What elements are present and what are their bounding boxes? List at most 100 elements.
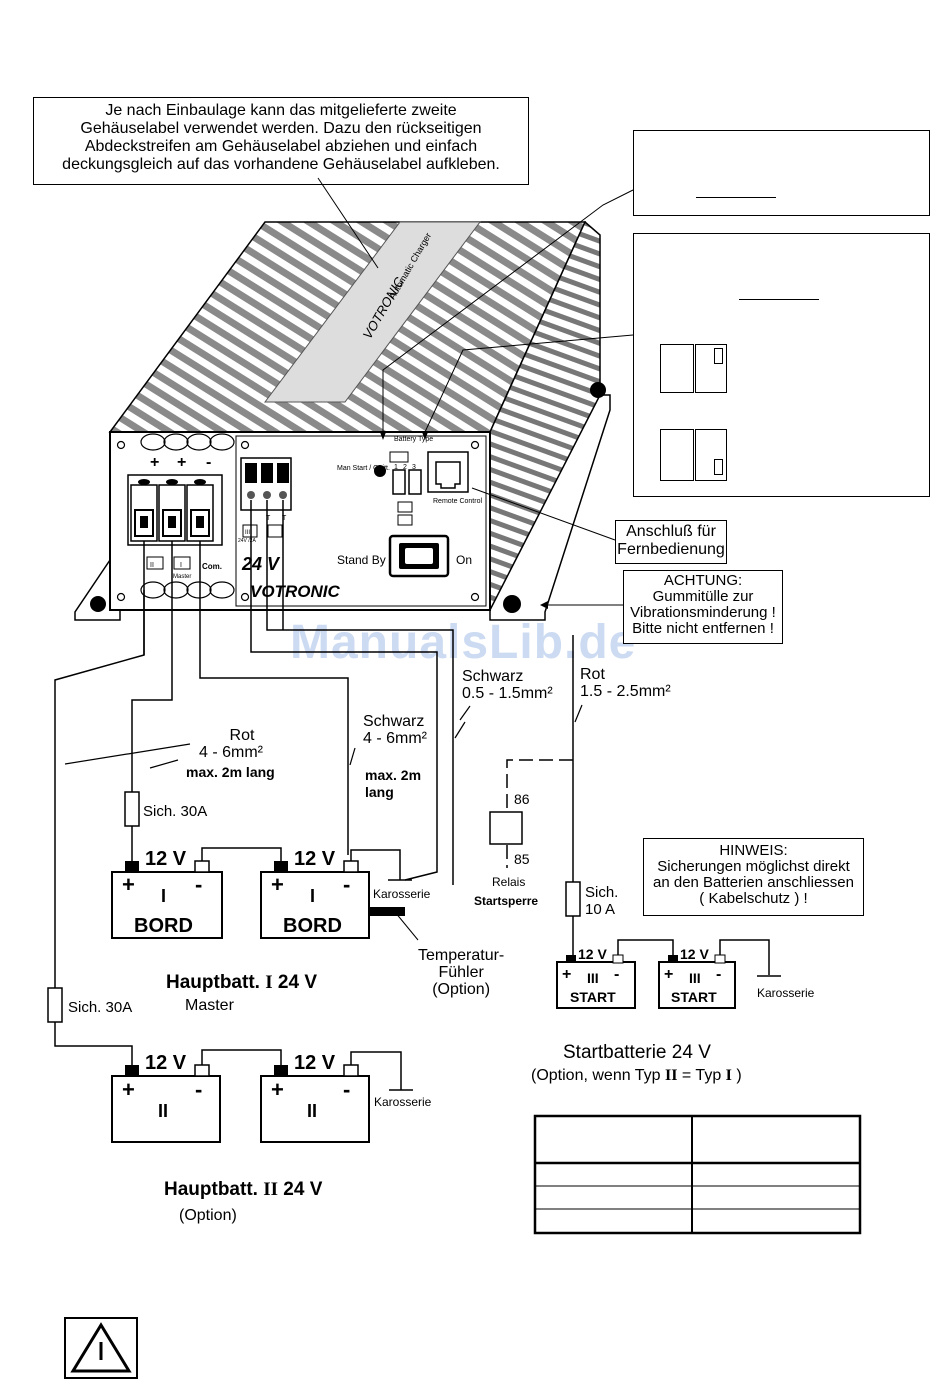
haupt2-title: Hauptbatt. II 24 V <box>164 1179 322 1200</box>
temp-sensor-line: Temperatur- <box>418 947 505 964</box>
battery-type-switch[interactable] <box>392 469 406 495</box>
startbatt-title: Startbatterie 24 V <box>563 1042 711 1063</box>
device-top-label <box>264 221 481 403</box>
schwarz-sense-label: Schwarz 0.5 - 1.5mm² <box>462 668 553 702</box>
fuse-10a-line: Sich. <box>585 884 619 901</box>
wires <box>54 500 574 1065</box>
fuse-label: Sich. 30A <box>68 999 133 1016</box>
device-voltage: 24 V <box>241 554 281 574</box>
empty-box-top <box>633 130 930 216</box>
battery-bord-label: BORD <box>283 915 342 937</box>
label-note-line: Abdeckstreifen am Gehäuselabel abziehen … <box>84 138 478 155</box>
battery-numeral: III <box>689 970 701 986</box>
battery-numeral: I <box>161 886 166 906</box>
startsperre-label: Startsperre <box>474 894 539 908</box>
schwarz-main-max-line: lang <box>365 784 394 800</box>
battery-bord-2 <box>260 860 370 939</box>
svg-text:+: + <box>271 872 284 897</box>
schwarz-main-label: Schwarz 4 - 6mm² <box>363 713 427 747</box>
haupt1-master: Master <box>185 997 234 1014</box>
man-start-label: Man Start / Quitt. <box>337 465 390 472</box>
fuse-label: Sich. 30A <box>143 803 208 820</box>
battery-type-switch[interactable] <box>408 469 422 495</box>
rot-main-line: 4 - 6mm² <box>199 744 263 761</box>
label-note-line: Je nach Einbaulage kann das mitgeliefert… <box>105 102 457 119</box>
plus-sign: + <box>177 454 186 471</box>
startbatt-n1: II <box>665 1067 678 1084</box>
leader-lines <box>317 177 634 941</box>
rot-sense-label: Rot 1.5 - 2.5mm² <box>580 666 671 700</box>
remote-note: Anschluß für Fernbedienung <box>615 520 727 564</box>
warning-note-line: Vibrationsminderung ! <box>630 604 776 621</box>
battery-ii-1 <box>111 1064 221 1143</box>
schwarz-sense-line: 0.5 - 1.5mm² <box>462 685 553 702</box>
rot-sense-line: 1.5 - 2.5mm² <box>580 683 671 700</box>
mount-hole <box>590 382 606 398</box>
temp-sensor-line: (Option) <box>432 981 491 998</box>
battery-start-1 <box>556 954 636 1009</box>
rot-sense-line: Rot <box>580 666 605 683</box>
haupt1-title: Hauptbatt. I 24 V <box>166 972 317 993</box>
temp-sensor <box>353 907 405 916</box>
charger-device <box>74 220 611 621</box>
small-label: T <box>266 515 271 522</box>
startbatt-n2: I <box>725 1067 732 1084</box>
startbatt-option: (Option, wenn Typ II = Typ I ) <box>531 1067 742 1084</box>
temp-sensor-line: Fühler <box>438 964 484 981</box>
svg-text:+: + <box>562 966 571 983</box>
power-terminal <box>186 479 214 542</box>
power-terminal <box>158 479 186 542</box>
small-label: 24V /2A <box>238 538 256 544</box>
battery-volt: 12 V <box>578 946 607 962</box>
mount-hole <box>90 596 106 612</box>
term-label: I <box>180 562 182 569</box>
svg-text:-: - <box>343 872 350 897</box>
label-note-line: Gehäuselabel verwendet werden. Dazu den … <box>80 120 482 137</box>
haupt2-num: II <box>263 1179 279 1200</box>
remote-note-line: Anschluß für <box>626 523 716 540</box>
svg-text:+: + <box>122 872 135 897</box>
leader-arrows <box>380 432 548 609</box>
haupt2-text: Hauptbatt. <box>164 1179 258 1200</box>
fuse-10a-label: Sich. 10 A <box>585 884 618 918</box>
fuse-30a <box>47 987 63 1023</box>
cable-marks <box>64 704 583 769</box>
battery-texts: 12 V 12 V 12 V 12 V BORD BORD + + + + - … <box>122 848 350 1102</box>
battery-numeral: II <box>158 1101 168 1121</box>
svg-text:-: - <box>614 966 619 983</box>
switch-num: 2 <box>403 464 407 471</box>
minus-sign: - <box>206 454 211 471</box>
hint-note-line: HINWEIS: <box>719 842 788 859</box>
battery-volt: 12 V <box>680 946 709 962</box>
hint-note-line: ( Kabelschutz ) ! <box>699 890 808 907</box>
svg-text:-: - <box>343 1077 350 1102</box>
schwarz-main-line: 4 - 6mm² <box>363 730 427 747</box>
spec-table <box>533 1114 862 1235</box>
hint-note: HINWEIS: Sicherungen möglichst direkt an… <box>643 838 864 916</box>
remote-control-label: Remote Control <box>433 498 482 505</box>
karosserie-label: Karosserie <box>374 1095 432 1109</box>
battery-start-2 <box>658 954 736 1009</box>
remote-jack[interactable] <box>427 451 469 493</box>
terminal-signs: + + - <box>150 454 211 471</box>
svg-text:-: - <box>195 1077 202 1102</box>
battery-volt: 12 V <box>145 848 187 870</box>
rot-main-line: Rot <box>229 727 255 744</box>
schwarz-sense-line: Schwarz <box>462 668 524 685</box>
svg-text:+: + <box>664 966 673 983</box>
battery-volt: 12 V <box>294 1052 336 1074</box>
man-start-button[interactable] <box>374 465 386 477</box>
relay-label: Relais <box>492 875 526 889</box>
battery-numeral: I <box>310 886 315 906</box>
term-label: Master <box>173 574 191 580</box>
hint-note-line: Sicherungen möglichst direkt <box>657 858 850 875</box>
switch-num: 3 <box>412 464 416 471</box>
power-terminal <box>130 479 158 542</box>
ground-symbols <box>388 879 781 1091</box>
haupt1-text: Hauptbatt. <box>166 972 260 993</box>
small-label: T <box>282 515 287 522</box>
watermark: ManualsLib.de <box>290 616 637 669</box>
battery-numeral: II <box>307 1101 317 1121</box>
schwarz-main-max-line: max. 2m <box>365 767 422 783</box>
